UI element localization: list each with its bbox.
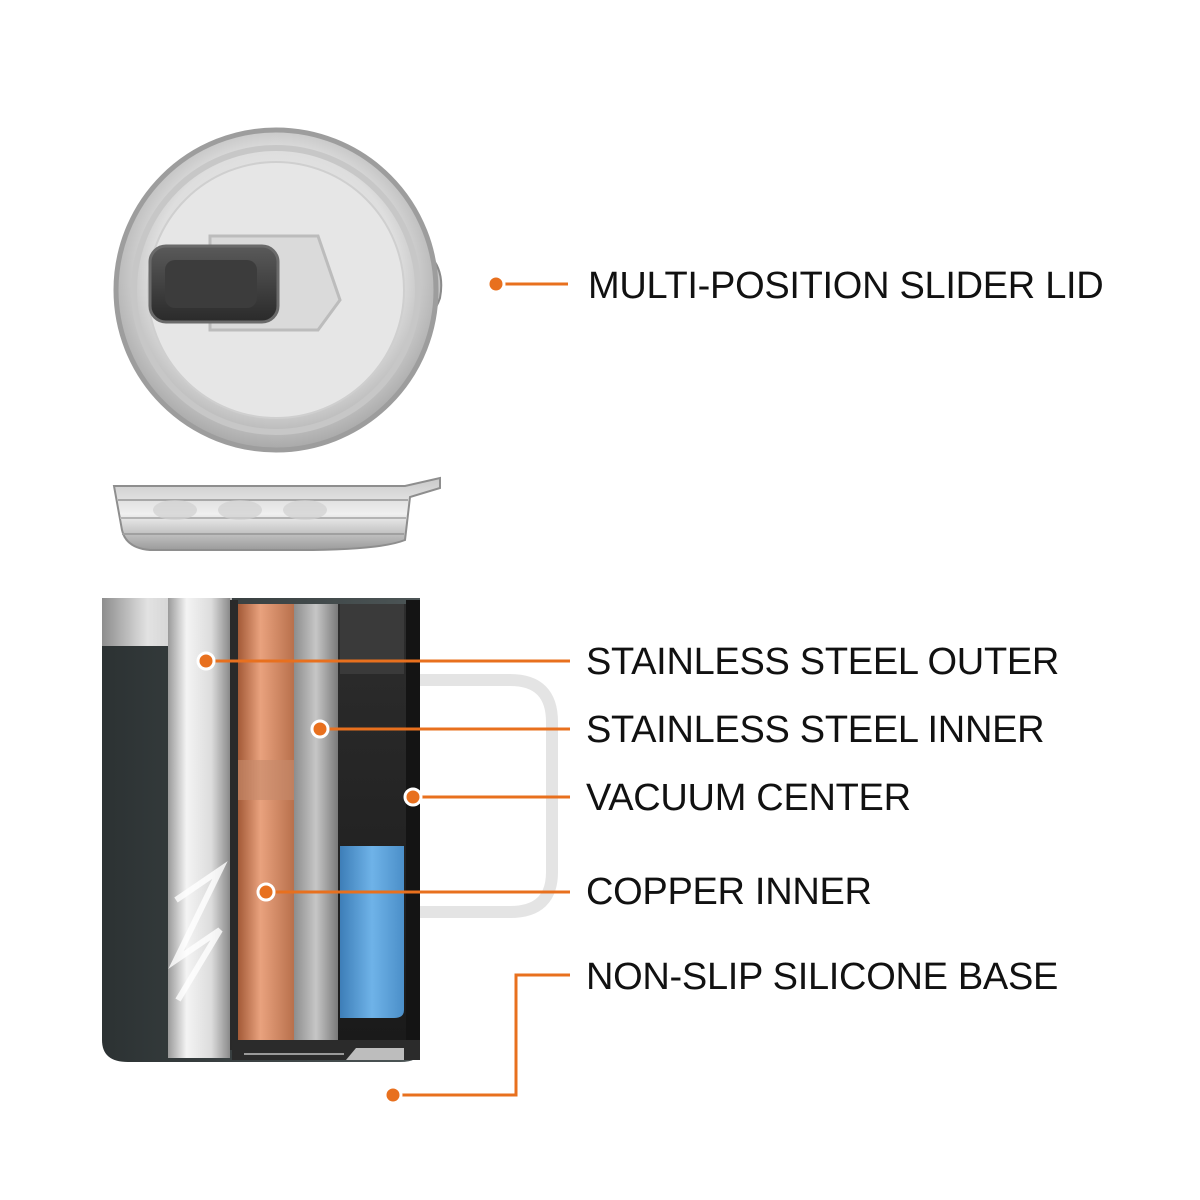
callout-lid	[486, 274, 568, 294]
label-silicone-base: NON-SLIP SILICONE BASE	[586, 956, 1059, 998]
label-steel-outer: STAINLESS STEEL OUTER	[586, 641, 1060, 683]
tumbler-cutaway	[102, 598, 558, 1062]
lid-side-view	[112, 476, 441, 551]
callout-copper	[256, 882, 570, 902]
label-copper-inner: COPPER INNER	[586, 871, 872, 913]
callout-vacuum	[403, 787, 570, 807]
lid-top-view	[113, 127, 443, 453]
callout-base	[383, 973, 570, 1105]
label-steel-inner: STAINLESS STEEL INNER	[586, 709, 1045, 751]
label-vacuum-center: VACUUM CENTER	[586, 777, 911, 819]
label-slider-lid: MULTI-POSITION SLIDER LID	[588, 265, 1104, 307]
callout-inner	[310, 719, 570, 739]
callout-outer	[196, 651, 570, 671]
